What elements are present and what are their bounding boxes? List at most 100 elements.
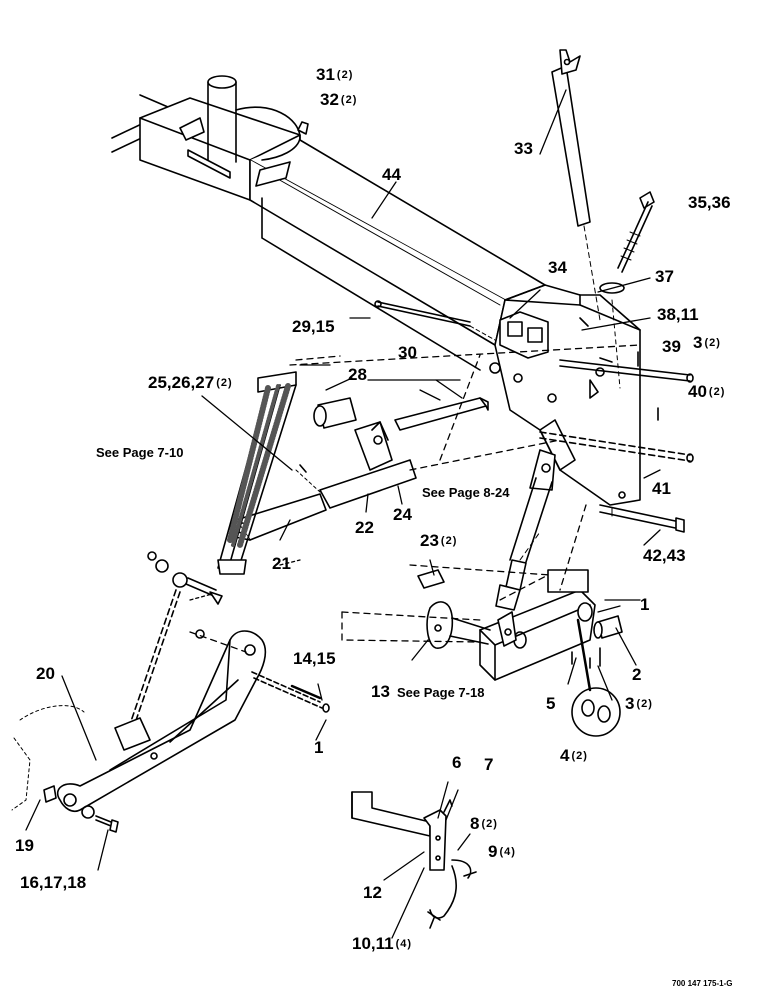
callout-number: 3	[693, 333, 703, 352]
callout-number: 3	[625, 694, 635, 713]
callout-number: 30	[398, 343, 417, 362]
callout-qty: (2)	[216, 377, 233, 389]
callout-31: 31(2)	[316, 66, 353, 84]
callout-13: 13	[371, 683, 390, 701]
callout-25-26-27: 25,26,27(2)	[148, 374, 233, 392]
callout-number: 41	[652, 479, 671, 498]
callout-5: 5	[546, 695, 555, 713]
detail-clip	[351, 791, 477, 929]
callout-24: 24	[393, 506, 412, 524]
callout-21: 21	[272, 555, 291, 573]
callout-3-right: 3(2)	[625, 695, 653, 713]
callout-number: 24	[393, 505, 412, 524]
callout-number: 2	[632, 665, 642, 684]
callout-30: 30	[398, 344, 417, 362]
callout-number: 25,26,27	[148, 373, 215, 392]
note-see-page-8-24: See Page 8-24	[422, 485, 510, 500]
callout-2: 2	[632, 666, 641, 684]
note-see-page-7-18: See Page 7-18	[397, 685, 485, 700]
callout-number: 4	[560, 746, 570, 765]
callout-number: 39	[662, 337, 681, 356]
callout-37: 37	[655, 268, 674, 286]
axle-hub	[417, 569, 623, 737]
lever-33	[551, 49, 601, 321]
callout-number: 7	[484, 755, 494, 774]
callout-1-right: 1	[640, 596, 649, 614]
callout-12: 12	[363, 884, 382, 902]
spring-assembly	[127, 371, 297, 733]
hydraulic-cylinder	[495, 449, 556, 611]
callout-7: 7	[484, 756, 493, 774]
callout-16-17-18: 16,17,18	[20, 874, 86, 892]
callout-number: 10,11	[352, 934, 394, 953]
callout-number: 9	[488, 842, 498, 861]
callout-9: 9(4)	[488, 843, 516, 861]
callout-10-11: 10,11(4)	[352, 935, 412, 953]
callout-number: 20	[36, 664, 55, 683]
callout-number: 35,36	[688, 193, 731, 212]
callout-number: 40	[688, 382, 707, 401]
callout-34: 34	[548, 259, 567, 277]
callout-qty: (2)	[636, 698, 653, 710]
callout-19: 19	[15, 837, 34, 855]
callout-number: 42,43	[643, 546, 686, 565]
callout-14-15: 14,15	[293, 650, 336, 668]
callout-qty: (4)	[395, 938, 413, 950]
callout-qty: (2)	[571, 750, 588, 762]
callout-number: 19	[15, 836, 34, 855]
callout-29-15: 29,15	[292, 318, 335, 336]
callout-number: 34	[548, 258, 567, 277]
mounting-plate	[489, 284, 641, 506]
callout-number: 22	[355, 518, 374, 537]
callout-35-36: 35,36	[688, 194, 731, 212]
callout-38-11: 38,11	[657, 306, 699, 324]
callout-number: 44	[382, 165, 401, 184]
callout-number: 14,15	[293, 649, 336, 668]
callout-number: 23	[420, 531, 439, 550]
callout-qty: (4)	[499, 846, 516, 858]
bolt-42	[599, 504, 685, 533]
callout-number: 1	[640, 595, 650, 614]
callout-42-43: 42,43	[643, 547, 686, 565]
callout-40: 40(2)	[688, 383, 725, 401]
callout-number: 31	[316, 65, 335, 84]
callout-number: 13	[371, 682, 390, 701]
callout-32: 32(2)	[320, 91, 357, 109]
callout-number: 38,11	[657, 305, 699, 324]
callout-39: 39	[662, 338, 681, 356]
callout-number: 1	[314, 738, 324, 757]
callout-8: 8(2)	[470, 815, 498, 833]
callout-41: 41	[652, 480, 671, 498]
callout-number: 16,17,18	[20, 873, 87, 892]
callout-33: 33	[514, 140, 533, 158]
callout-3-top: 3(2)	[693, 334, 721, 352]
callout-qty: (2)	[340, 94, 358, 106]
callout-6: 6	[452, 754, 461, 772]
callout-number: 32	[320, 90, 339, 109]
callout-qty: (2)	[481, 818, 498, 830]
pins-39-41	[539, 351, 694, 463]
callout-qty: (2)	[708, 386, 726, 398]
callout-number: 33	[514, 139, 533, 158]
callout-number: 5	[546, 694, 556, 713]
callout-number: 29,15	[292, 317, 335, 336]
callout-20: 20	[36, 665, 55, 683]
figure-id: 700 147 175-1-G	[672, 979, 733, 988]
crank-arm	[229, 397, 489, 541]
callout-number: 6	[452, 753, 462, 772]
callout-number: 37	[655, 267, 674, 286]
callout-number: 21	[272, 554, 291, 573]
callout-1-bottom: 1	[314, 739, 323, 757]
leader-lines	[25, 89, 661, 939]
tongue-beam	[111, 75, 546, 371]
callout-qty: (2)	[336, 69, 354, 81]
callout-44: 44	[382, 166, 401, 184]
link-arm-20	[11, 629, 330, 833]
note-see-page-7-10: See Page 7-10	[96, 445, 184, 460]
callout-28: 28	[348, 366, 367, 384]
callout-number: 28	[348, 365, 367, 384]
callout-22: 22	[355, 519, 374, 537]
callout-4: 4(2)	[560, 747, 588, 765]
callout-number: 12	[363, 883, 382, 902]
